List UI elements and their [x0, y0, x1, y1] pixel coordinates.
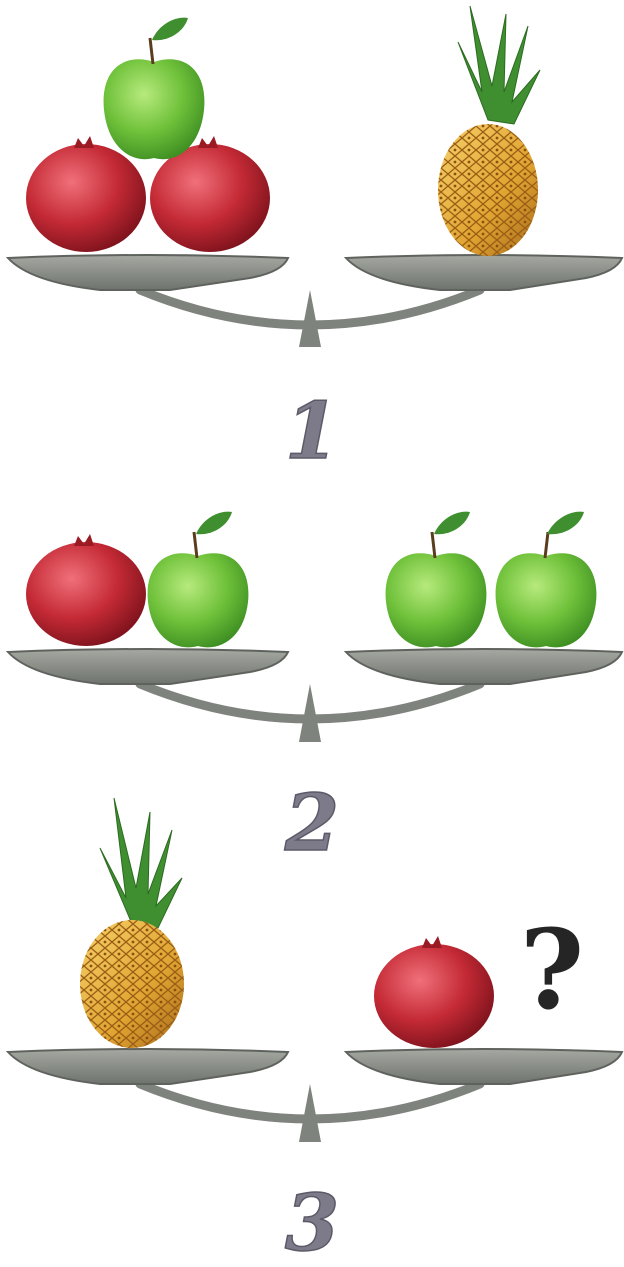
beam [140, 684, 480, 742]
left-pan [8, 649, 288, 684]
right-pan [346, 255, 622, 290]
apple-icon [104, 18, 205, 160]
beam [140, 290, 480, 347]
beam [140, 1084, 480, 1142]
apple-icon [386, 512, 487, 648]
right-pan [346, 649, 622, 684]
left-pan [8, 1049, 288, 1084]
pomegranate-icon [374, 936, 494, 1048]
apple-icon [496, 512, 597, 648]
left-pan [8, 255, 288, 290]
apple-icon [148, 512, 249, 648]
scale-number: 2 [284, 778, 339, 869]
right-pan [346, 1049, 622, 1084]
scale-2: 2 [8, 512, 622, 869]
pineapple-icon [438, 6, 540, 256]
scale-number: 1 [285, 386, 339, 477]
pineapple-icon [80, 798, 184, 1048]
scale-number: 3 [285, 1178, 339, 1267]
question-mark: ? [520, 905, 584, 1034]
scale-1: 1 [8, 6, 622, 477]
pomegranate-icon [26, 534, 146, 646]
